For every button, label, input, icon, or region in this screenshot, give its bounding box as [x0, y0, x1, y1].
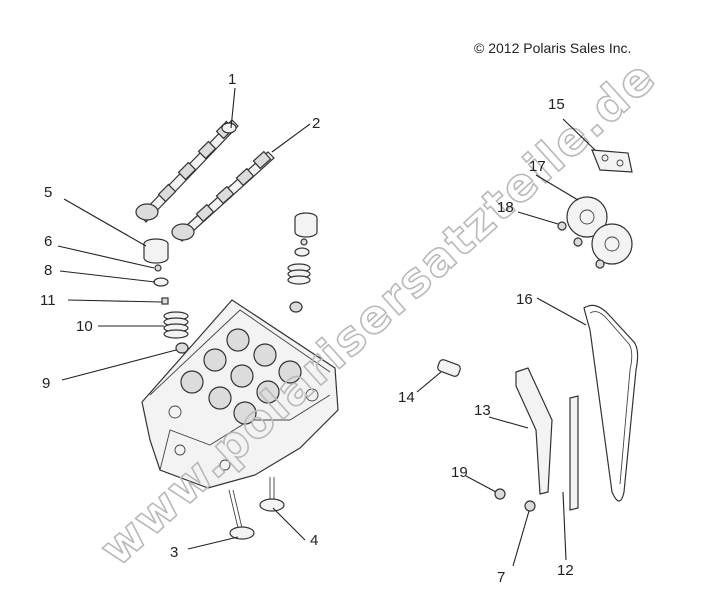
chain-guide — [515, 367, 553, 495]
valve-seal-left — [175, 342, 189, 354]
callout-2: 2 — [312, 115, 320, 132]
chain-guide-rear — [569, 395, 579, 511]
tensioner-plunger — [437, 359, 461, 377]
pivot-bolt — [524, 500, 536, 512]
callout-6: 6 — [44, 233, 52, 250]
callout-1: 1 — [228, 71, 236, 88]
callout-9: 9 — [42, 375, 50, 392]
callout-8: 8 — [44, 262, 52, 279]
cylinder-head — [141, 299, 339, 489]
leader-lines — [57, 87, 596, 567]
callout-16: 16 — [516, 291, 533, 308]
keeper-left — [161, 297, 169, 305]
callout-14: 14 — [398, 389, 415, 406]
camshaft-lower — [171, 150, 275, 242]
valve-intake — [228, 489, 255, 540]
callout-5: 5 — [44, 184, 52, 201]
cam-sprocket-front — [566, 196, 608, 238]
spring-left — [163, 311, 189, 339]
valve-stack-right — [287, 212, 318, 313]
copyright-text: © 2012 Polaris Sales Inc. — [474, 40, 631, 56]
callout-13: 13 — [474, 402, 491, 419]
callout-18: 18 — [497, 199, 514, 216]
valve-exhaust — [259, 477, 285, 512]
cam-sprocket-rear — [591, 223, 633, 265]
camshaft-upper — [135, 119, 239, 223]
callout-labels: 1 2 3 4 5 6 8 11 10 9 15 16 17 18 14 13 … — [40, 71, 574, 586]
callout-17: 17 — [529, 158, 546, 175]
callout-12: 12 — [557, 562, 574, 579]
callout-3: 3 — [170, 544, 178, 561]
cam-chain — [583, 304, 639, 502]
guide-bolt — [494, 488, 506, 500]
callout-4: 4 — [310, 532, 318, 549]
shim-left — [154, 264, 162, 272]
sprocket-bolts — [557, 221, 605, 269]
retainer-left — [153, 277, 169, 287]
callout-10: 10 — [76, 318, 93, 335]
tappet-left — [143, 238, 169, 264]
tensioner-bracket — [591, 149, 633, 173]
callout-7: 7 — [497, 569, 505, 586]
callout-11: 11 — [40, 292, 56, 309]
callout-19: 19 — [451, 464, 468, 481]
callout-15: 15 — [548, 96, 565, 113]
